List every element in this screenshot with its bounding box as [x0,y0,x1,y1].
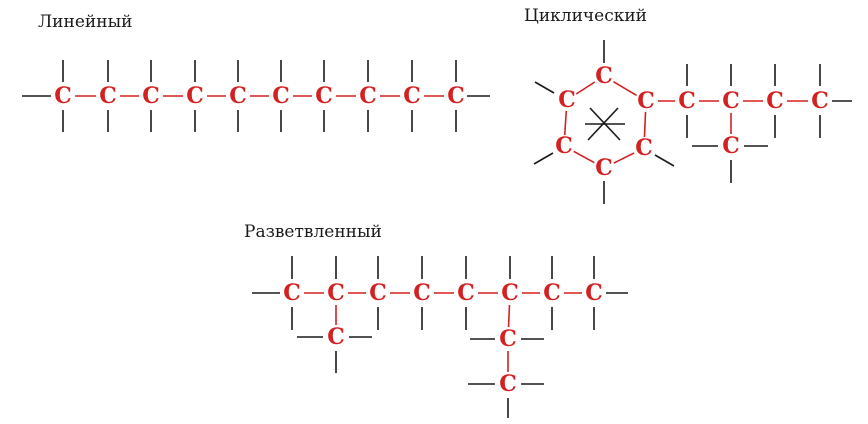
ring-carbon-atom: C [595,155,613,181]
side-branch-carbon-atom: C [722,133,740,159]
branched-carbon-atom: C [501,280,519,306]
linear-carbon-atom: C [272,83,290,109]
branched-carbon-atom: C [327,280,345,306]
ring-cc-bond [575,81,596,95]
side-chain-carbon-atom: C [722,88,740,114]
ring-h-bond-lower-left [533,152,554,165]
branched-carbon-atom: C [283,280,301,306]
branched-carbon-atom: C [413,280,431,306]
ring-carbon-atom: C [555,133,573,159]
linear-chain-label: Линейный [38,12,133,32]
ring-cc-bond [643,111,647,138]
cyclic-chain-label: Циклический [524,6,648,26]
ring-carbon-atom: C [595,63,613,89]
ring-cc-bond [613,152,635,164]
linear-carbon-atom: C [403,83,421,109]
side-chain-carbon-atom: C [678,88,696,114]
linear-carbon-atom: C [142,83,160,109]
branch2b-carbon-atom: C [499,371,517,397]
linear-carbon-atom: C [359,83,377,109]
branched-carbon-atom: C [369,280,387,306]
linear-carbon-atom: C [99,83,117,109]
side-chain-carbon-atom: C [766,88,784,114]
ring-carbon-atom: C [635,135,653,161]
branched-carbon-atom: C [585,280,603,306]
ring-carbon-atom: C [637,88,655,114]
ring-cc-bond [613,80,637,97]
ring-inner-line [587,107,619,141]
ring-inner-line [589,107,621,141]
linear-carbon-atom: C [315,83,333,109]
linear-carbon-atom: C [54,83,72,109]
ring-cc-bond [573,150,595,164]
ring-h-bond-upper-left [534,81,555,94]
branch1-carbon-atom: C [327,324,345,350]
ring-h-bond-lower-right [654,154,675,167]
branched-carbon-atom: C [543,280,561,306]
linear-carbon-atom: C [447,83,465,109]
ring-cc-bond [563,110,568,136]
branch2-cc-bond [507,304,511,328]
branched-chain-label: Разветвленный [244,222,382,242]
linear-carbon-atom: C [186,83,204,109]
branched-carbon-atom: C [457,280,475,306]
side-chain-carbon-atom: C [811,88,829,114]
branch2-carbon-atom: C [499,326,517,352]
linear-carbon-atom: C [229,83,247,109]
ring-carbon-atom: C [558,87,576,113]
